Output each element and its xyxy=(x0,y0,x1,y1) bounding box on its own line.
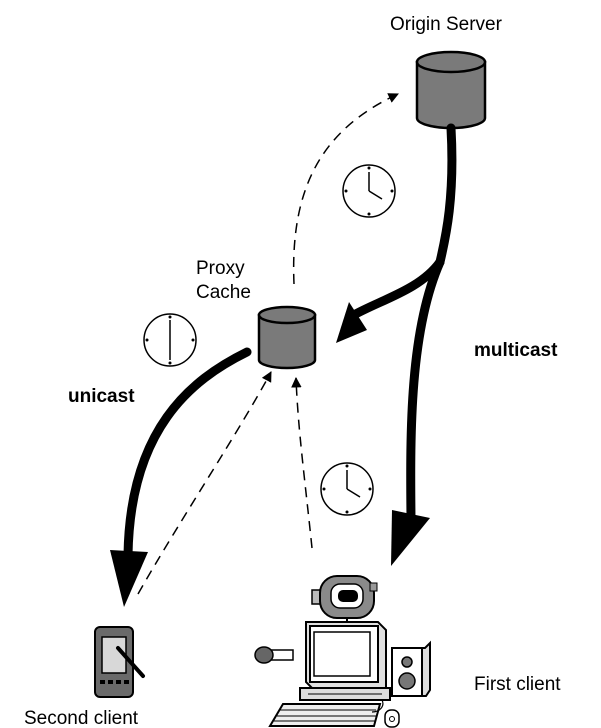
request-first-client-to-proxy xyxy=(291,376,313,549)
first-client-workstation xyxy=(254,575,431,728)
pda-device-icon xyxy=(94,626,145,698)
request-proxy-to-origin xyxy=(292,93,399,285)
origin-server-label: Origin Server xyxy=(390,14,503,35)
unicast-arrowhead xyxy=(110,550,148,607)
proxy-label-line1: Proxy xyxy=(196,258,245,279)
clock-icon-upper xyxy=(342,164,396,218)
proxy-label-line2: Cache xyxy=(196,282,251,303)
unicast-arrow xyxy=(123,347,252,560)
keyboard-icon xyxy=(268,703,382,727)
request-second-client-to-proxy xyxy=(137,371,272,595)
clock-icon-lower xyxy=(320,462,374,516)
multicast-branch-to-client xyxy=(406,257,445,523)
second-client-label: Second client xyxy=(24,708,139,728)
microphone-icon xyxy=(254,646,294,664)
multicast-label: multicast xyxy=(474,340,558,361)
multicast-trunk xyxy=(435,123,457,267)
multicast-arrowhead-proxy xyxy=(336,302,367,343)
first-client-label: First client xyxy=(474,674,561,695)
multicast-arrowhead-client xyxy=(391,510,430,566)
speaker-icon xyxy=(391,640,431,697)
camera-icon xyxy=(311,575,378,626)
clock-icon-proxy xyxy=(143,313,197,367)
unicast-label: unicast xyxy=(68,386,135,407)
origin-server-cylinder xyxy=(415,50,487,130)
mouse-icon xyxy=(371,699,400,728)
proxy-cache-cylinder xyxy=(257,305,317,370)
monitor-icon xyxy=(299,621,391,701)
